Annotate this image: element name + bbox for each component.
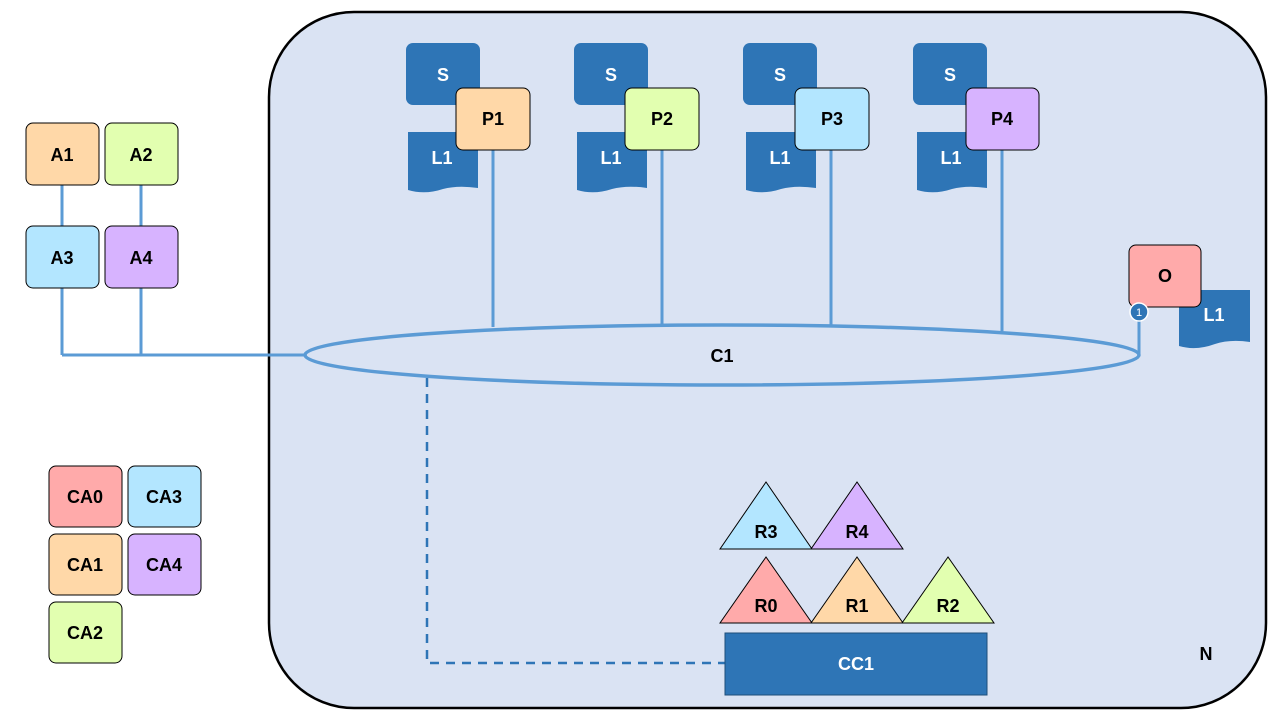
ledger-label: L1 <box>1203 305 1224 325</box>
orderer-badge-text: 1 <box>1136 307 1142 319</box>
ledger-label: L1 <box>940 148 961 168</box>
peer-label: P3 <box>821 109 843 129</box>
channel-label: C1 <box>710 346 733 366</box>
peer-group-p1: S L1 P1 <box>406 43 531 193</box>
smart-contract-label: S <box>605 65 617 85</box>
peer-p4[interactable] <box>965 87 1040 151</box>
outside-node-label: A3 <box>50 248 73 268</box>
ca-label: CA0 <box>67 487 103 507</box>
org-r4[interactable]: R4 <box>810 481 904 550</box>
peer-group-p3: S L1 P3 <box>743 43 870 193</box>
network-boundary <box>267 10 1268 710</box>
org-label: R4 <box>845 522 868 542</box>
ca-ca1[interactable]: CA1 <box>48 533 123 596</box>
peer-group-p4: S L1 P4 <box>913 43 1040 193</box>
org-r2[interactable]: R2 <box>901 556 995 624</box>
orderer-badge <box>1129 302 1149 322</box>
ca-label: CA3 <box>146 487 182 507</box>
org-label: R0 <box>754 596 777 616</box>
smart-contract-label: S <box>437 65 449 85</box>
ledger-label: L1 <box>431 148 452 168</box>
peer-p2[interactable] <box>624 87 700 151</box>
peer-label: P1 <box>482 109 504 129</box>
outside-node-label: A4 <box>129 248 152 268</box>
peer-group-p2: S L1 P2 <box>574 43 700 193</box>
ca-ca3[interactable]: CA3 <box>127 465 202 528</box>
org-r1[interactable]: R1 <box>810 556 904 624</box>
org-r3[interactable]: R3 <box>719 481 813 550</box>
channel-config-cc1[interactable]: CC1 <box>724 632 988 696</box>
org-label: R3 <box>754 522 777 542</box>
ledger-label: L1 <box>769 148 790 168</box>
outside-node-a1[interactable]: A1 <box>25 122 100 186</box>
orderer-label: O <box>1158 266 1172 286</box>
outside-connectors <box>60 185 305 357</box>
outside-node-label: A2 <box>129 145 152 165</box>
org-label: R2 <box>936 596 959 616</box>
smart-contract-label: S <box>944 65 956 85</box>
peer-p1[interactable] <box>455 87 531 151</box>
ledger-label: L1 <box>600 148 621 168</box>
outside-node-a2[interactable]: A2 <box>104 122 179 186</box>
org-r0[interactable]: R0 <box>719 556 813 624</box>
ca-label: CA1 <box>67 555 103 575</box>
ca-ca0[interactable]: CA0 <box>48 465 123 528</box>
ca-label: CA4 <box>146 555 182 575</box>
config-label: CC1 <box>838 654 874 674</box>
outside-node-label: A1 <box>50 145 73 165</box>
org-label: R1 <box>845 596 868 616</box>
channel-ellipse[interactable] <box>303 323 1141 387</box>
ca-ca2[interactable]: CA2 <box>48 601 123 664</box>
orderer-o[interactable] <box>1128 244 1202 308</box>
network-label: N <box>1200 644 1213 664</box>
outside-node-a3[interactable]: A3 <box>25 225 100 289</box>
ca-label: CA2 <box>67 623 103 643</box>
smart-contract-label: S <box>774 65 786 85</box>
peer-label: P2 <box>651 109 673 129</box>
orderer-group: L1 O 1 <box>1128 244 1250 349</box>
ca-ca4[interactable]: CA4 <box>127 533 202 596</box>
peer-label: P4 <box>991 109 1013 129</box>
outside-node-a4[interactable]: A4 <box>104 225 179 289</box>
peer-p3[interactable] <box>794 87 870 151</box>
config-link-dashed <box>425 378 725 665</box>
